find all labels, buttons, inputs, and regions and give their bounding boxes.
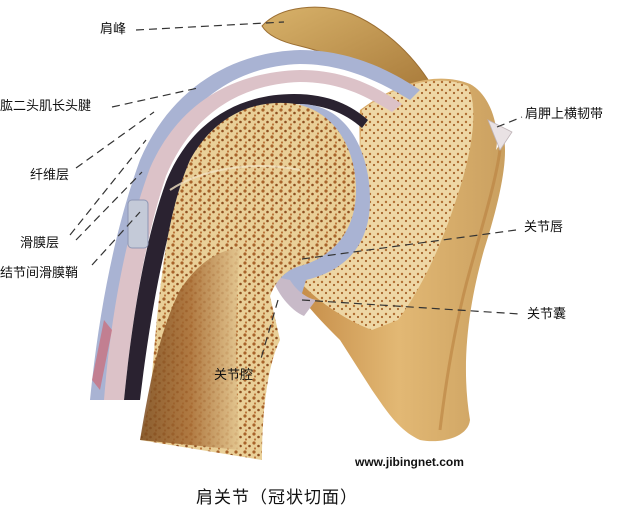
label-joint-capsule: 关节囊 [527, 307, 567, 322]
leader-synovial-layer-1 [69, 139, 147, 236]
leader-fibrous-layer [75, 111, 155, 169]
watermark: www.jibingnet.com [355, 455, 464, 469]
leader-acromion [135, 21, 285, 31]
leader-transverse-ligament [496, 116, 523, 128]
label-superior-transverse-scapular-ligament: 肩胛上横韧带 [525, 107, 604, 122]
humerus-bone [140, 102, 356, 460]
leader-joint-cavity [259, 299, 279, 363]
leader-glenoid-labrum [301, 229, 517, 260]
label-intertubercular-synovial-sheath: 结节间滑膜鞘 [0, 266, 79, 281]
leader-biceps-tendon [111, 87, 199, 108]
scapula-bone [292, 78, 513, 442]
label-glenoid-labrum: 关节唇 [524, 220, 564, 235]
leader-lines [69, 21, 523, 363]
leader-joint-capsule [301, 299, 521, 315]
label-fibrous-layer: 纤维层 [30, 168, 70, 183]
label-acromion: 肩峰 [100, 22, 127, 37]
leader-synovial-layer-2 [75, 171, 143, 241]
label-synovial-layer: 滑膜层 [20, 236, 60, 251]
leader-synovial-sheath [91, 211, 141, 266]
label-biceps-long-head-tendon: 肱二头肌长头腱 [0, 99, 92, 114]
figure-caption: 肩关节（冠状切面） [196, 488, 358, 508]
label-joint-cavity: 关节腔 [214, 368, 254, 383]
